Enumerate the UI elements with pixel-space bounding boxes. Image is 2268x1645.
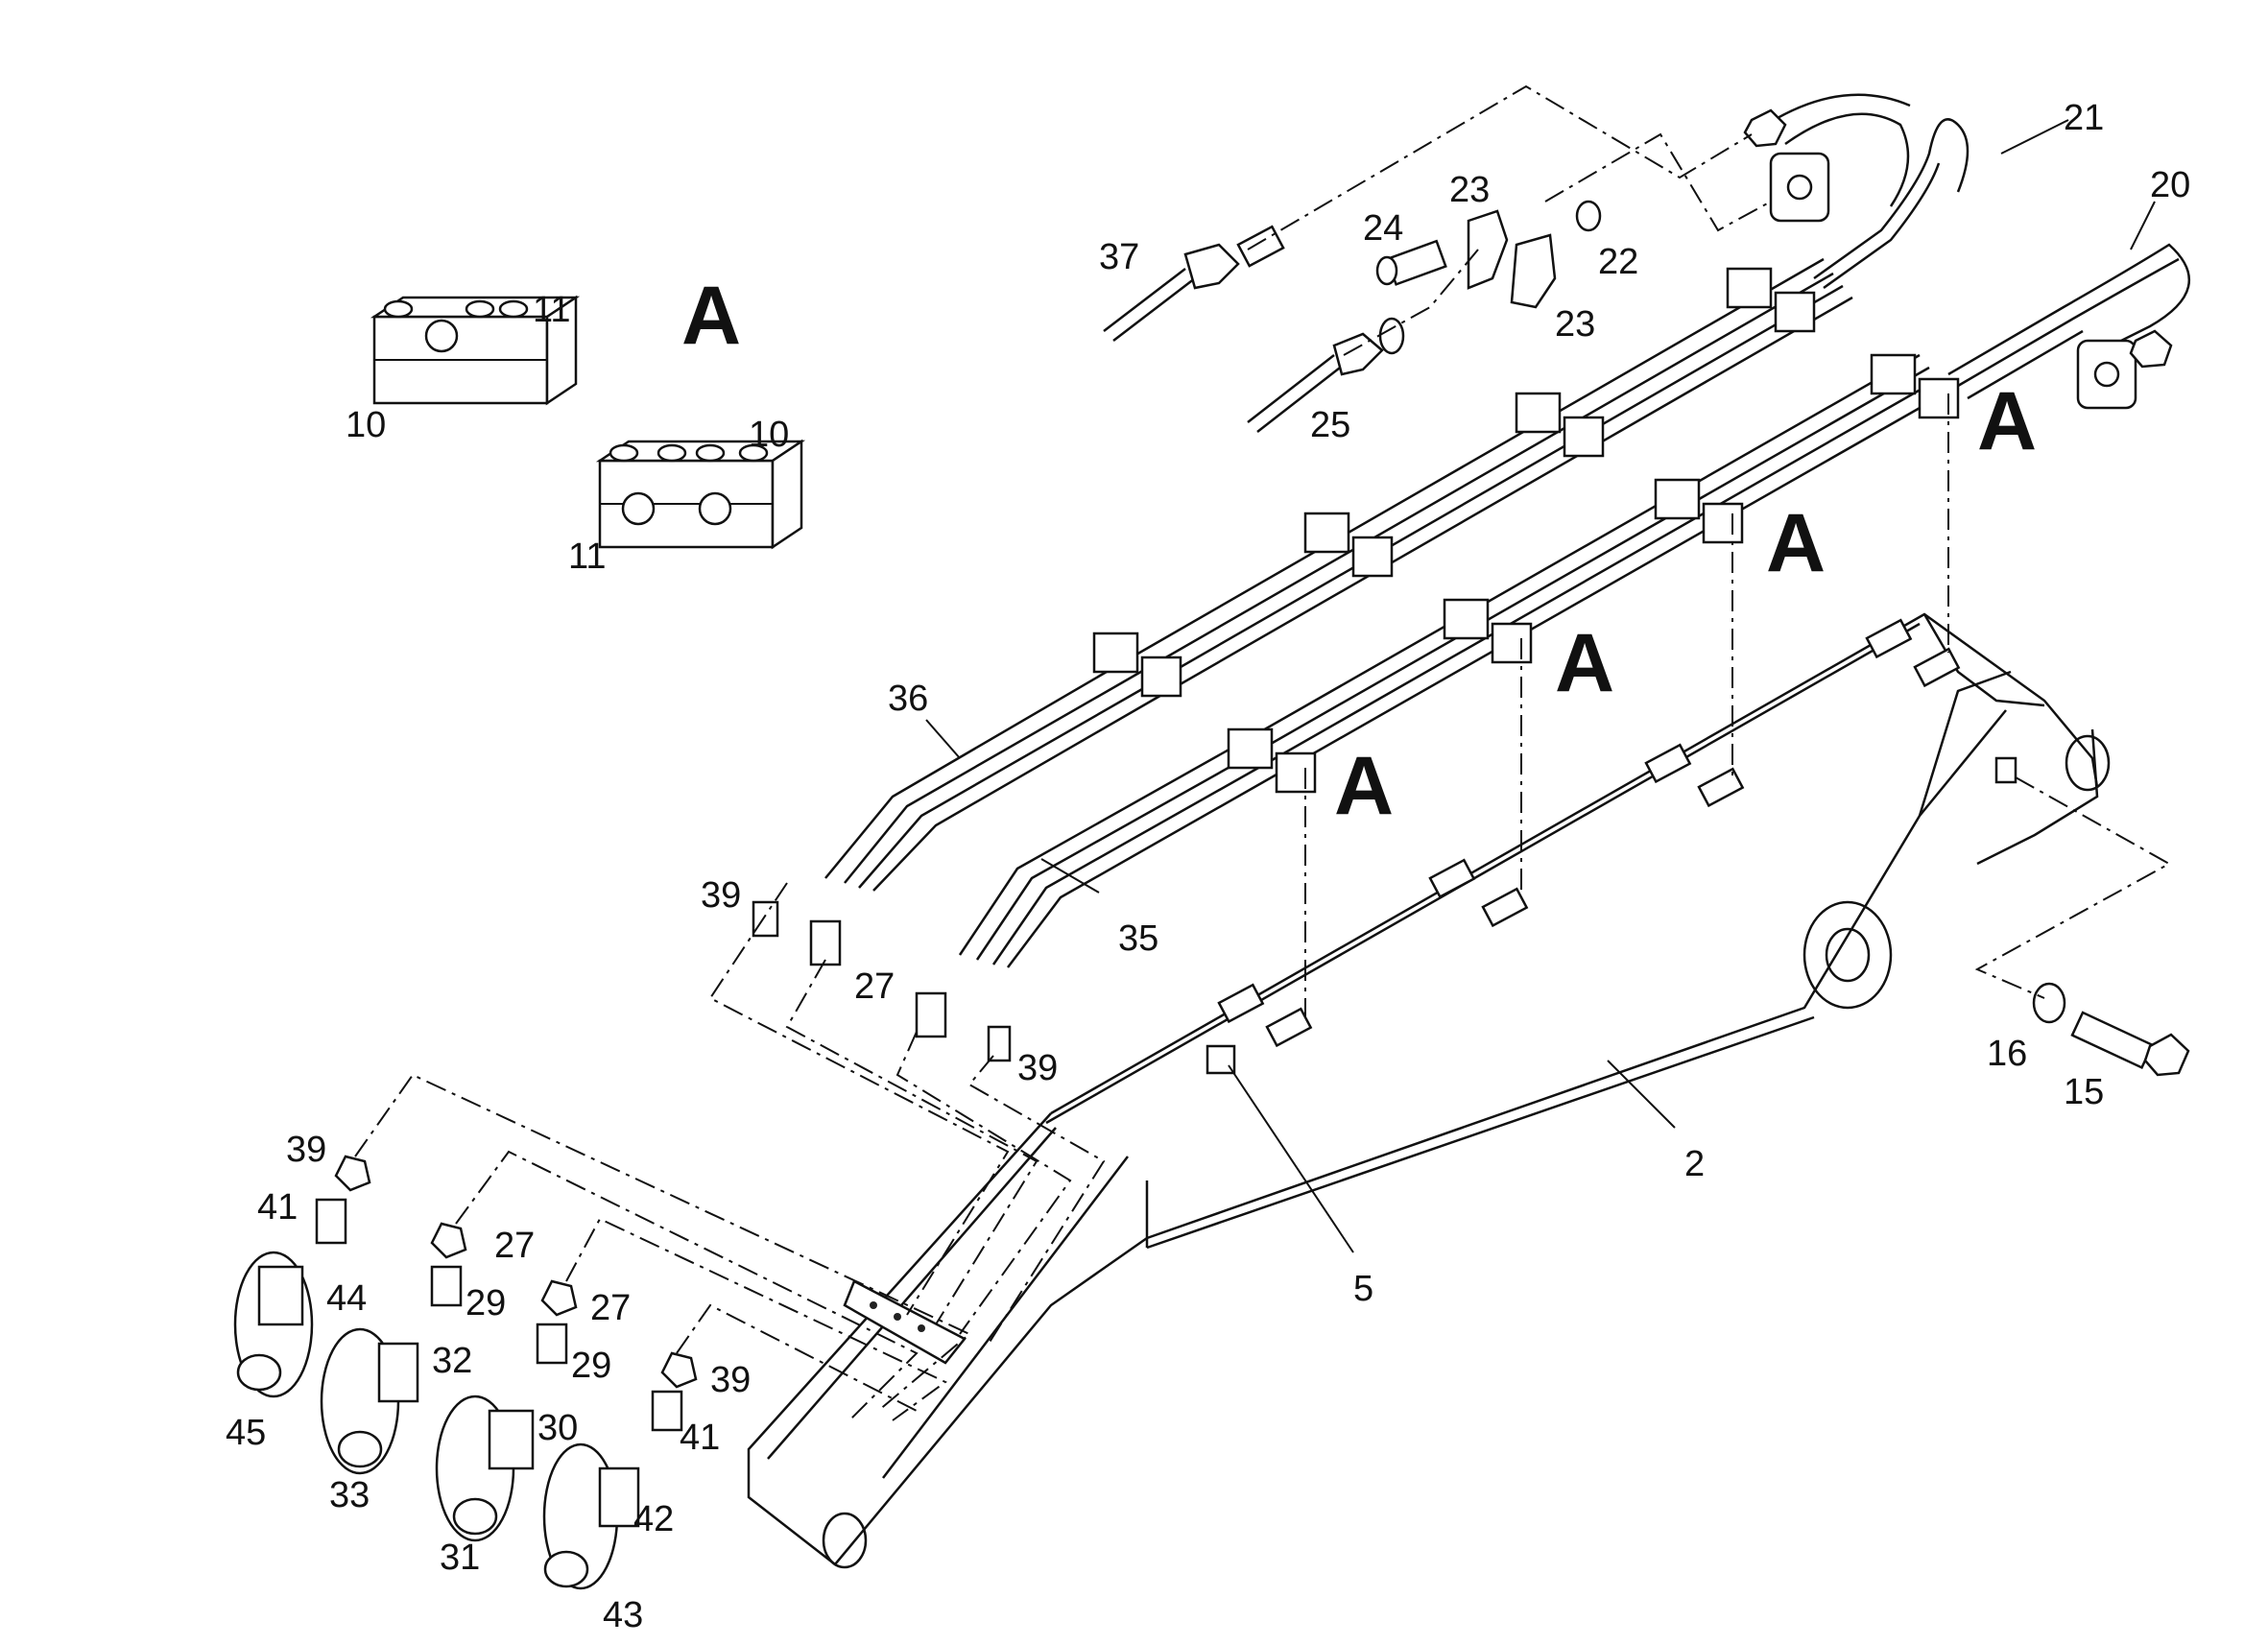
- callout-23: 23: [1555, 304, 1595, 345]
- fitting-25: [1247, 317, 1405, 433]
- callout-16: 16: [1987, 1034, 2027, 1074]
- pipe-36-clamps: [1092, 267, 1816, 698]
- callout-29: 29: [571, 1346, 611, 1386]
- detail-a-clamp-lower: [595, 439, 806, 550]
- detail-a-mark: A: [1555, 617, 1614, 709]
- washer-16: [2032, 982, 2066, 1024]
- bolt-24: [1375, 239, 1447, 286]
- quick-coupling-43: [542, 1351, 698, 1590]
- callout-29: 29: [466, 1283, 506, 1323]
- callout-39: 39: [701, 875, 741, 916]
- callout-32: 32: [432, 1341, 472, 1381]
- callout-42: 42: [633, 1499, 674, 1539]
- nut-21: [1743, 108, 1787, 148]
- callout-23: 23: [1449, 170, 1490, 210]
- callout-31: 31: [440, 1538, 480, 1578]
- callout-37: 37: [1099, 237, 1139, 277]
- detail-a-mark: A: [1977, 375, 2037, 467]
- callout-36: 36: [888, 679, 928, 719]
- detail-a-title: A: [681, 270, 741, 362]
- callout-25: 25: [1310, 405, 1350, 445]
- detail-marks: A A A A A: [681, 270, 2037, 832]
- callout-39: 39: [710, 1360, 751, 1400]
- callout-35: 35: [1118, 918, 1158, 959]
- callout-15: 15: [2064, 1072, 2104, 1112]
- flange-21: [1769, 152, 1830, 223]
- bolt-15: [2070, 1011, 2190, 1077]
- pipe-35: [958, 353, 1949, 968]
- callout-21: 21: [2064, 98, 2104, 138]
- detail-a-mark: A: [1766, 497, 1826, 589]
- callout-33: 33: [329, 1475, 370, 1515]
- quick-coupling-45: [233, 1155, 371, 1398]
- callout-39: 39: [1017, 1048, 1058, 1088]
- callout-44: 44: [326, 1278, 367, 1319]
- callout-41: 41: [680, 1418, 720, 1458]
- pipe-36: [824, 257, 1853, 892]
- callout-27: 27: [590, 1288, 631, 1328]
- hose-21: [1765, 93, 1970, 290]
- callout-20: 20: [2150, 165, 2190, 205]
- callout-30: 30: [537, 1408, 578, 1448]
- flange-20: [2076, 339, 2137, 410]
- fittings-39-27: [752, 900, 1012, 1062]
- callouts: 2 5 10 10 11 11 15 16 20 21 22 23 23 24 …: [226, 98, 2190, 1635]
- callout-27: 27: [854, 966, 895, 1007]
- callout-27: 27: [494, 1226, 535, 1266]
- callout-5: 5: [1353, 1269, 1373, 1309]
- fitting-37: [1103, 225, 1285, 342]
- detail-a-mark: A: [1334, 740, 1394, 832]
- boom-clamp-pads: [1206, 618, 1961, 1075]
- callout-11: 11: [533, 290, 570, 330]
- guide-lines: [354, 84, 2172, 1421]
- callout-45: 45: [226, 1413, 266, 1453]
- callout-22: 22: [1598, 242, 1638, 282]
- callout-10: 10: [346, 405, 386, 445]
- hose-20: [1947, 243, 2191, 400]
- detail-a-clamp-upper: [370, 295, 581, 406]
- boom-arm: [747, 612, 2111, 1569]
- pipe-35-clamps: [1227, 353, 1960, 794]
- clamp-half-23: [1467, 209, 1557, 309]
- o-ring-22: [1575, 200, 1602, 232]
- quick-coupling-33: [320, 1222, 467, 1475]
- callout-41: 41: [257, 1187, 298, 1228]
- quick-coupling-31: [435, 1279, 578, 1542]
- leader-lines: [925, 119, 2156, 1253]
- callout-2: 2: [1684, 1144, 1705, 1184]
- callout-11: 11: [568, 536, 606, 577]
- callout-24: 24: [1363, 208, 1403, 249]
- callout-43: 43: [603, 1595, 643, 1635]
- nut-20: [2129, 329, 2173, 369]
- callout-39: 39: [286, 1130, 326, 1170]
- callout-10: 10: [749, 415, 789, 455]
